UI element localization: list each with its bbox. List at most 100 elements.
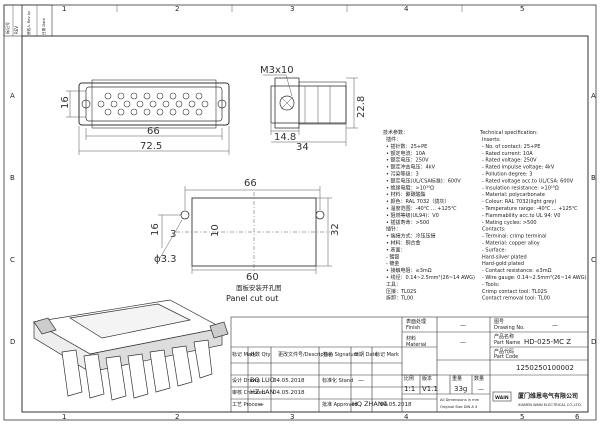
contact-hole [156,92,164,100]
spec-line: - Terminal: crimp terminal [482,234,547,240]
spec-line: - Temperature range: -40℃ ... +125℃ [482,206,578,212]
front-view: 66 72.5 16 [60,79,230,155]
contact-hole [143,108,151,116]
company-en: XIAMEN WAIN ELECTRICAL CO.,LTD. [518,403,582,407]
row-mark-right-a: A [591,92,596,100]
contact-hole [175,100,183,108]
spec-line: 工具： [386,282,401,288]
spec-line: • 插拔寿命：>500 [386,219,429,226]
spec-line: - No. of contact: 25+PE [482,144,540,150]
side-dim-14-8: 14.8 [274,132,296,143]
contact-hole [201,100,209,108]
col-mark-3: 3 [290,5,294,13]
process-label: 工艺 Process [232,402,263,408]
side-dim-34: 34 [296,142,309,153]
panel-caption-cn: 面板安装开孔图 [236,283,282,292]
front-dim-66: 66 [147,126,160,137]
contact-hole [117,92,125,100]
drawn-date: 04.05.2018 [273,378,305,384]
note-size: Original Size DIN A 4 [440,405,478,409]
contact-hole [195,108,203,116]
contact-hole [182,92,190,100]
row-mark-right-b: B [591,174,596,182]
corner-c1: 修改人 Rev by [26,10,31,35]
weight-cn: 重量 [452,375,462,382]
panel-dim-hole: ϕ3.3 [154,254,177,265]
spec-line: • 插针数：25+PE [386,143,427,150]
spec-line: Contacts: [482,227,506,233]
panel-dim-60: 60 [246,272,259,283]
qty-cn: 数量 [474,375,484,382]
panel-dim-3: 3 [170,229,176,240]
contact-hole [162,100,170,108]
isometric-view [32,299,229,401]
checked-date: 04.05.2018 [273,390,305,396]
spec-line: Contact removal tool: TL00 [482,296,550,302]
spec-line: - Contact resistance: ≤3mΩ [482,268,552,274]
part-code-val: 1250250100002 [516,364,574,372]
contact-hole [149,100,157,108]
panel-cutout-view: 66 60 32 16 3 10 ϕ3.3 面板安装开孔图 Panel cut … [150,178,341,303]
drawing-no-val: — [552,322,558,329]
spec-cn: 技术参数： 插件：• 插针数：25+PE• 额定电流：10A• 额定电压：250… [383,129,475,302]
contact-hole [169,92,177,100]
column-marks-top: 1 2 3 4 5 [62,5,524,13]
spec-line: • 污染等级：3 [386,171,419,178]
col-mark-bottom-4: 4 [404,413,409,421]
col-mark-5: 5 [520,5,524,13]
spec-line: Hard-silver plated [482,254,527,260]
spec-line: 插件： [386,136,401,143]
spec-line: - Wire gauge: 0.14~2.5mm²(26~14 AWG) [482,275,587,281]
spec-line: • 额定电压：250V [386,157,429,164]
company-cn: 厦门维恩电气有限公司 [518,392,578,400]
qty-val: — [478,386,484,393]
side-callout-m3x10: M3x10 [260,65,294,76]
hdr-change: 更改文件号/Description [278,351,333,358]
spec-line: • 阻燃等级(UL94)：V0 [386,212,439,219]
material-en: Material [406,342,426,348]
hdr-date: 日期 Date [354,352,378,358]
panel-dim-10: 10 [210,224,221,237]
spec-line: • 颜色：RAL 7032（鸽灰） [386,198,449,205]
part-code-cn: 产品代码 [494,348,514,355]
spec-en-lines: Inserts:- No. of contact: 25+PE- Rated c… [482,137,587,302]
hdr-qty: 处数 Qty [250,351,270,358]
part-code-en: Part Code [494,354,518,360]
spec-line: • 端接方式：冷压压接 [386,233,436,240]
spec-line: Hard-gold plated [482,261,524,267]
hdr-mark: 标记 Mark [232,351,256,358]
contact-hole [104,92,112,100]
col-mark-bottom-3: 3 [290,413,294,421]
rev-val: V1.1 [422,385,438,393]
spec-line: - Pollution degree: 3 [482,172,532,178]
front-screw-right [217,99,227,109]
row-marks: A B C D A B C D [10,92,596,346]
scale-cn: 比例 [404,375,414,382]
side-dim-22-8: 22.8 [356,96,367,118]
row-mark-a: A [10,92,15,100]
spec-line: - Surface: [482,247,506,253]
spec-line: - 镀金 [386,260,399,267]
spec-line: • 温度范围：-40℃ ... +125℃ [386,205,457,212]
drawn-label: 设计 Drawn [232,377,260,384]
spec-line: - Colour: RAL 7032(light grey) [482,199,556,205]
hdr-sign: 签名 Signature [323,351,359,358]
contact-hole [156,108,164,116]
spec-line: 压接：TL02S [386,288,416,295]
row-mark-c: C [10,256,15,264]
checked-label: 审核 Checked [232,389,265,396]
spec-en: Technical specification: Inserts:- No. o… [479,130,587,302]
corner-h1: 标记号 [4,22,10,34]
spec-line: • 额定冲击电压：4kV [386,164,436,171]
part-name-cn: 产品名称 [494,333,514,340]
material-cn: 材料 [406,335,416,342]
rev-cn: 版本 [422,375,432,382]
material-val: — [460,339,466,346]
finish-val: — [460,322,466,329]
side-view: M3x10 14.8 34 22.8 [260,65,367,153]
contact-hole [169,108,177,116]
approved-label: 批准 Approved [322,401,358,408]
spec-line: - Material: copper alloy [482,241,540,247]
checked-name: HZ LAN [250,388,275,396]
